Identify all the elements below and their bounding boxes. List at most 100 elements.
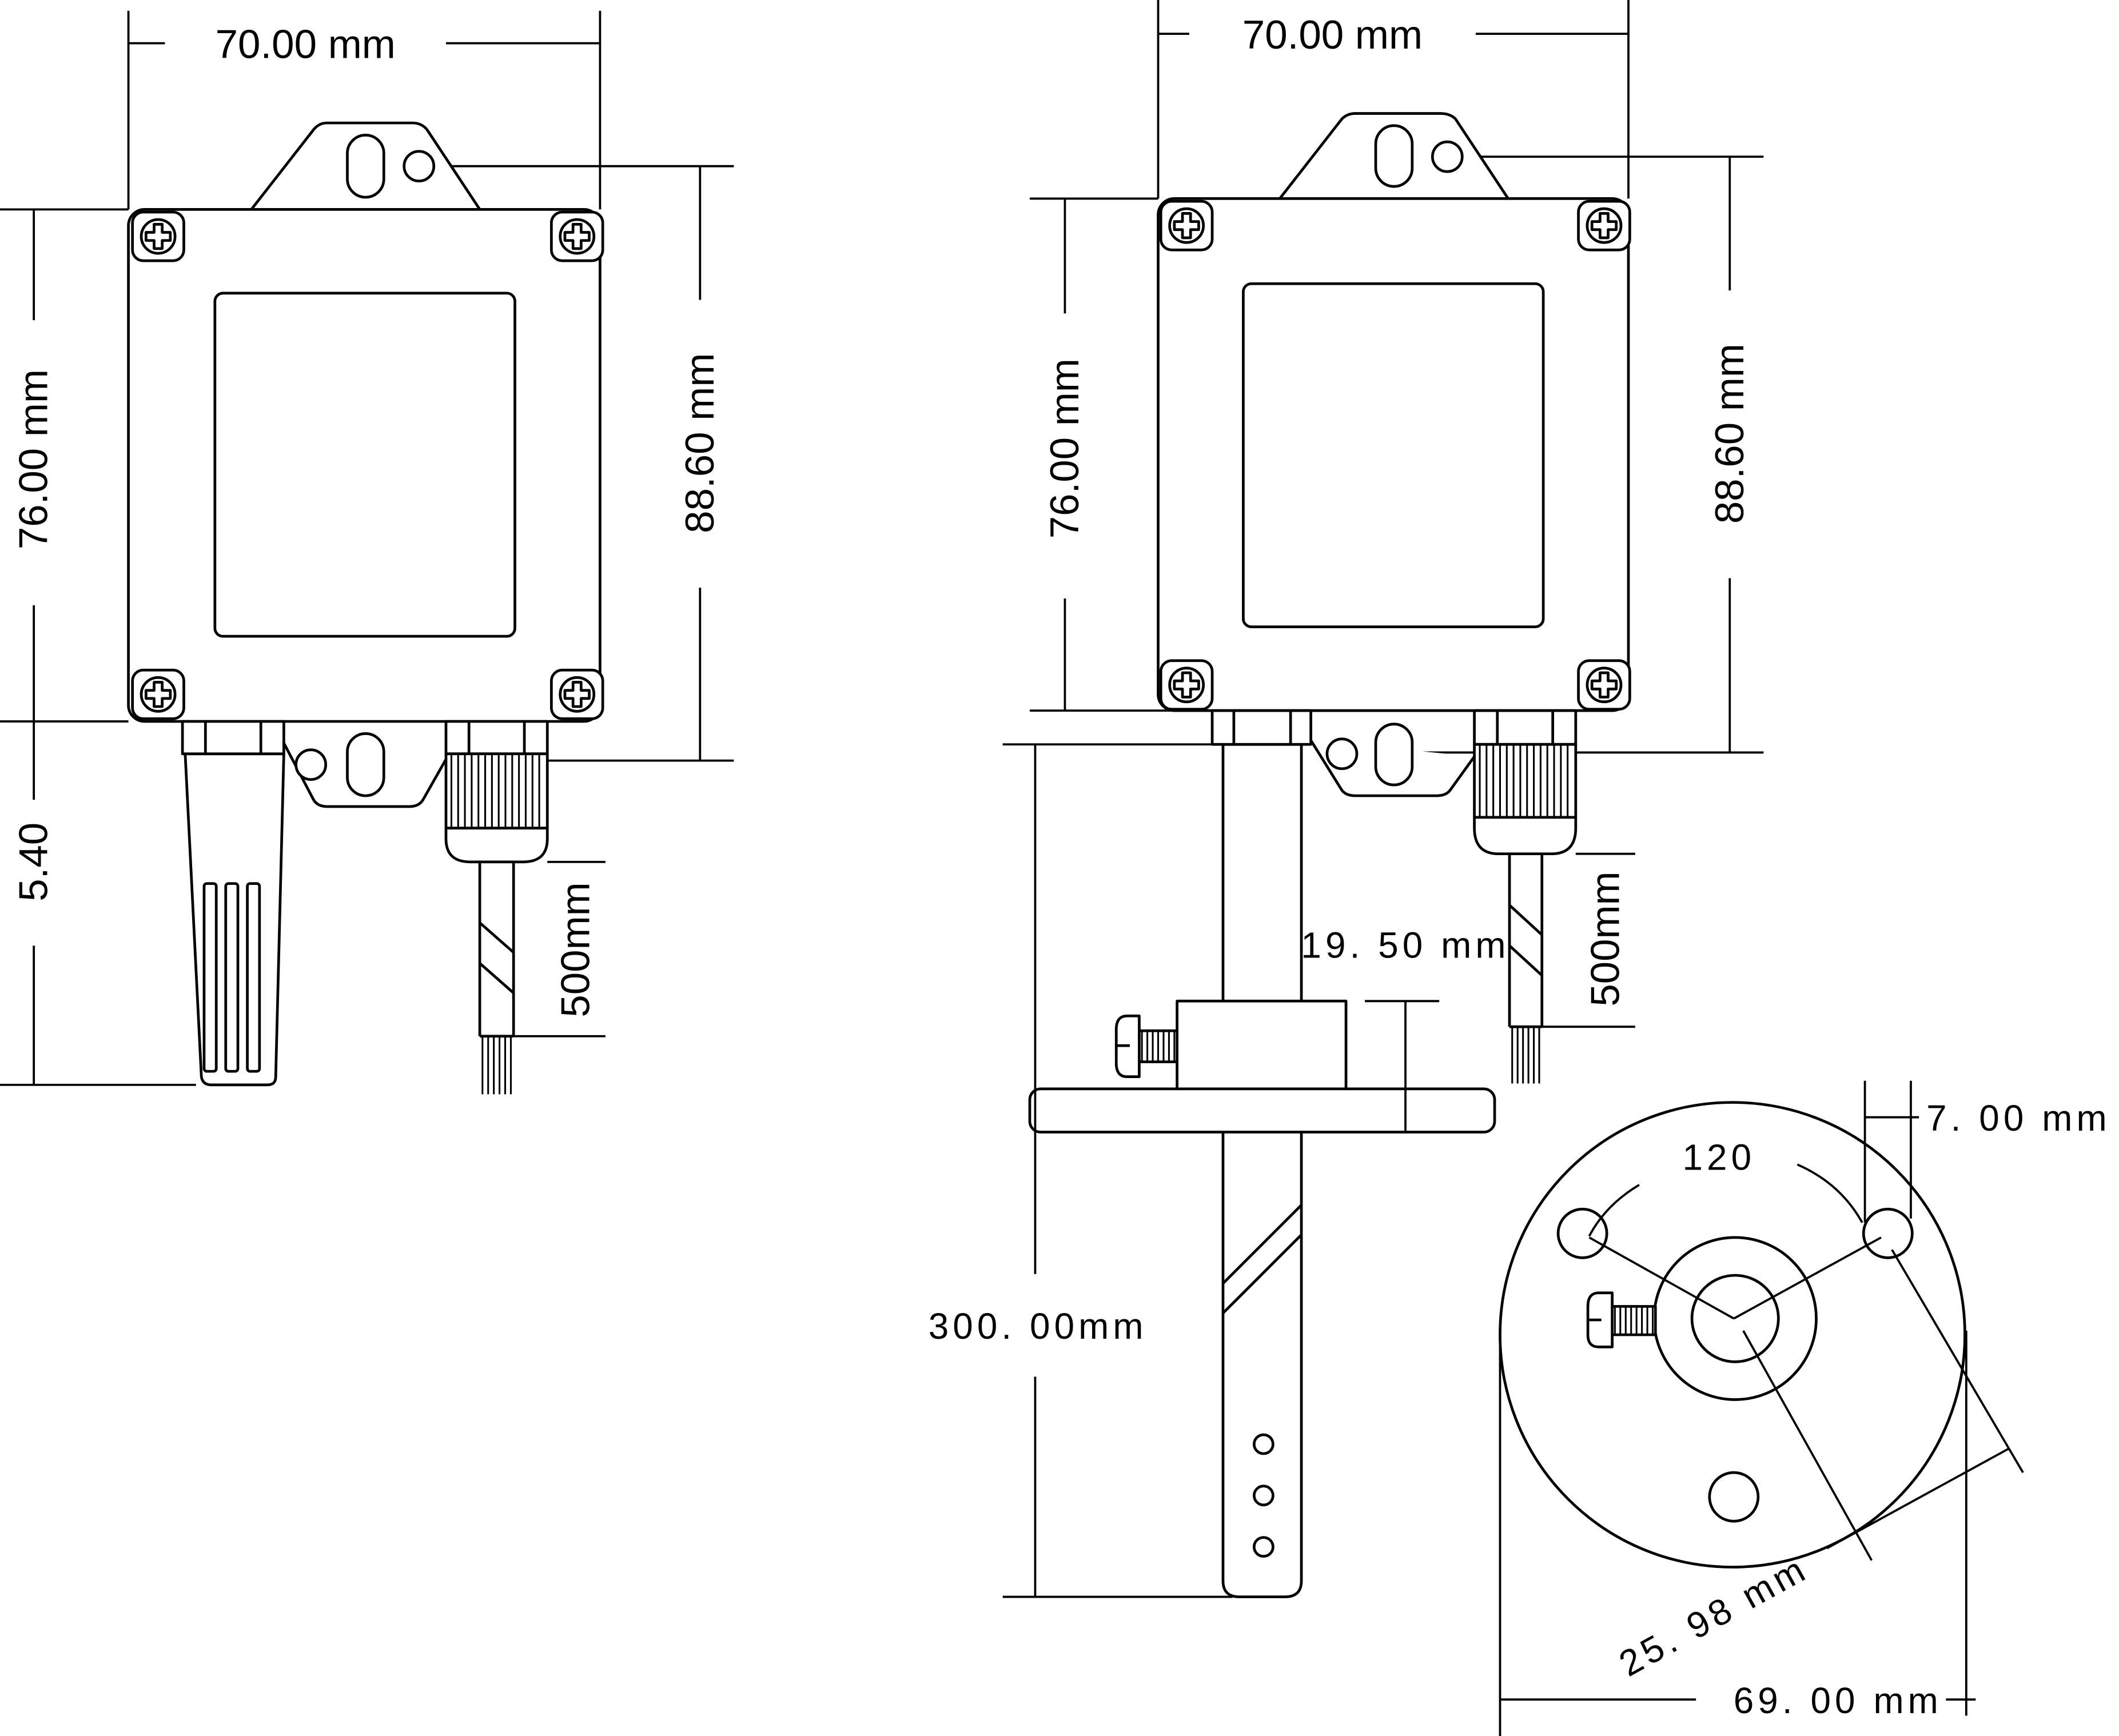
cable-gland bbox=[1473, 709, 1578, 856]
diameter-dimension: 69. 00 mm bbox=[1499, 1330, 1976, 1736]
probe-label: 5.40 bbox=[11, 823, 57, 901]
mounting-clamp bbox=[1028, 999, 1496, 1134]
phillips-cross-icon bbox=[1173, 212, 1200, 240]
mounting-hole bbox=[1431, 140, 1464, 173]
left-total-height-dimension: 88.60 mm bbox=[392, 165, 734, 762]
vent-slot bbox=[202, 882, 218, 1073]
break-line bbox=[1222, 1204, 1303, 1284]
total-height-label: 88.60 mm bbox=[1707, 344, 1752, 524]
width-label: 70.00 mm bbox=[1242, 13, 1423, 58]
mounting-slot bbox=[1374, 723, 1414, 787]
break-line bbox=[1222, 1234, 1303, 1314]
probe-stem bbox=[1221, 743, 1303, 1598]
left-view: 70.00 mm 76.00 mm 5.40 88.60 mm bbox=[0, 10, 734, 1095]
screw-thread bbox=[1609, 1305, 1657, 1336]
flange-view: 120 7. 00 mm 25. 98 mm 69. 00 mm bbox=[1499, 1080, 2111, 1736]
gland-knurl bbox=[1473, 743, 1578, 819]
gland-nut bbox=[444, 720, 549, 756]
clamp-label: 19. 50 mm bbox=[1301, 925, 1509, 966]
angle-dimension: 120 bbox=[1588, 1137, 1882, 1320]
corner-screw bbox=[131, 668, 185, 720]
right-total-height-dimension: 88.60 mm bbox=[1412, 155, 1764, 754]
gland-nut bbox=[1473, 709, 1578, 746]
center-line bbox=[1588, 1236, 1735, 1320]
break-line bbox=[1508, 944, 1543, 977]
right-cable-dimension: 500mm bbox=[1542, 852, 1635, 1028]
phillips-cross-icon bbox=[563, 222, 591, 250]
sensor-probe bbox=[181, 720, 285, 1087]
corner-screw bbox=[1577, 659, 1631, 711]
diameter-label: 69. 00 mm bbox=[1734, 1680, 1942, 1721]
mounting-hole bbox=[1325, 737, 1359, 771]
phillips-cross-icon bbox=[1590, 212, 1618, 240]
corner-screw bbox=[549, 668, 604, 720]
corner-screw bbox=[1577, 199, 1631, 252]
break-line bbox=[479, 921, 515, 953]
phillips-cross-icon bbox=[563, 681, 591, 708]
left-width-dimension: 70.00 mm bbox=[127, 10, 602, 210]
angle-arc bbox=[1797, 1163, 1863, 1223]
dimension-line bbox=[1826, 1447, 2010, 1550]
left-cable-dimension: 500mm bbox=[513, 860, 606, 1037]
display-window bbox=[1242, 282, 1545, 628]
cable-length-label: 500mm bbox=[553, 882, 598, 1017]
mounting-hole bbox=[403, 150, 436, 183]
probe-collar bbox=[181, 720, 285, 756]
mounting-slot bbox=[1374, 124, 1414, 188]
mounting-flange-plate bbox=[1028, 1087, 1496, 1134]
thread-ribs bbox=[1614, 1306, 1654, 1335]
hole-offset-label: 7. 00 mm bbox=[1926, 1098, 2111, 1139]
break-line bbox=[479, 962, 515, 994]
mounting-slot bbox=[346, 133, 385, 199]
left-body-height-dimension: 76.00 mm bbox=[0, 208, 129, 723]
right-view: 70.00 mm 76.00 mm 88.60 mm bbox=[929, 0, 1764, 1598]
display-window bbox=[213, 292, 516, 638]
flange-screw bbox=[1586, 1291, 1657, 1348]
right-width-dimension: 70.00 mm bbox=[1157, 0, 1630, 199]
body-height-label: 76.00 mm bbox=[1042, 358, 1088, 538]
flange-hole bbox=[1708, 1471, 1760, 1523]
width-label: 70.00 mm bbox=[216, 22, 396, 67]
duct-probe-stem bbox=[1002, 709, 1312, 1598]
phillips-cross-icon bbox=[1173, 671, 1200, 699]
clamp-dimension: 19. 50 mm bbox=[1301, 925, 1509, 1132]
extension-line bbox=[1891, 1249, 2024, 1474]
phillips-cross-icon bbox=[144, 222, 172, 250]
vent-slot bbox=[246, 882, 261, 1073]
cable-gland bbox=[444, 720, 549, 864]
phillips-cross-icon bbox=[1590, 671, 1618, 699]
cable bbox=[478, 861, 515, 1095]
vent-hole bbox=[1252, 1536, 1274, 1558]
corner-screw bbox=[1159, 199, 1214, 252]
cable-length-label: 500mm bbox=[1583, 871, 1628, 1006]
corner-screw bbox=[549, 210, 604, 262]
corner-screw bbox=[131, 210, 185, 262]
angle-label: 120 bbox=[1682, 1137, 1755, 1178]
flange-hole bbox=[1862, 1207, 1914, 1259]
stem-dimension: 300. 00mm bbox=[929, 744, 1233, 1598]
gland-knurl bbox=[444, 752, 549, 830]
probe-collar bbox=[1210, 709, 1312, 746]
corner-screws bbox=[1159, 199, 1631, 711]
vent-hole bbox=[1252, 1484, 1274, 1507]
stem-label: 300. 00mm bbox=[929, 1306, 1148, 1347]
mounting-slot bbox=[346, 732, 385, 797]
hole-distance-label: 25. 98 mm bbox=[1612, 1547, 1815, 1685]
right-body-height-dimension: 76.00 mm bbox=[1030, 197, 1213, 712]
left-probe-dimension: 5.40 bbox=[0, 721, 196, 1086]
phillips-cross-icon bbox=[144, 681, 172, 708]
total-height-label: 88.60 mm bbox=[678, 353, 723, 533]
vent-slot bbox=[224, 882, 240, 1073]
hole-offset-dimension: 7. 00 mm bbox=[1863, 1080, 2111, 1223]
extension-line bbox=[1742, 1330, 1873, 1561]
corner-screws bbox=[131, 210, 604, 720]
thread-ribs bbox=[1141, 1031, 1176, 1062]
body-height-label: 76.00 mm bbox=[11, 369, 57, 549]
gland-cap bbox=[1473, 816, 1578, 856]
flange-hole bbox=[1556, 1207, 1608, 1259]
center-line bbox=[1733, 1236, 1882, 1320]
cable bbox=[1508, 853, 1544, 1084]
angle-arc bbox=[1588, 1184, 1640, 1237]
mounting-hole bbox=[294, 748, 328, 781]
